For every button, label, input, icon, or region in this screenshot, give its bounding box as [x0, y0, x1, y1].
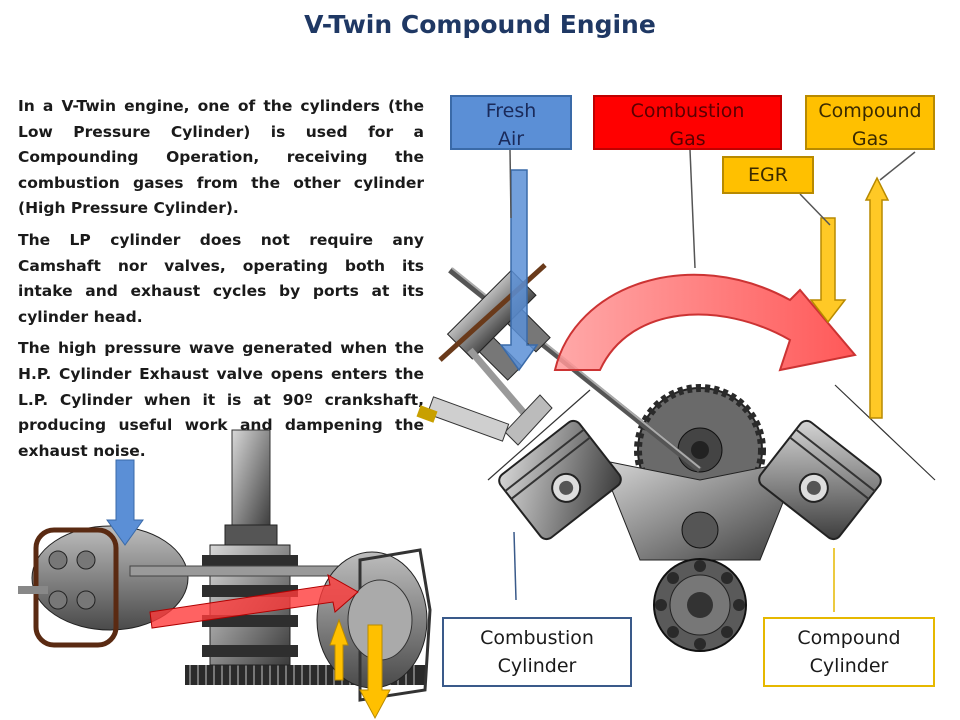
leader-lines: [509, 149, 916, 612]
combustion-cylinder-label-line-2: Cylinder: [497, 655, 577, 677]
compound-gas-label-line-2: Gas: [851, 128, 889, 150]
v-twin-cutaway: [416, 263, 936, 652]
fresh-air-arrow: [499, 169, 539, 372]
description-text: In a V-Twin engine, one of the cylinders…: [18, 94, 424, 470]
compound-cylinder-label: Compound Cylinder: [763, 617, 935, 687]
combustion-gas-label-line-1: Combustion: [630, 100, 745, 122]
compound-cylinder-label-line-2: Cylinder: [809, 655, 889, 677]
combustion-cylinder-label: Combustion Cylinder: [442, 617, 632, 687]
fresh-air-label-line-1: Fresh: [485, 100, 537, 122]
page-title: V-Twin Compound Engine: [304, 10, 656, 39]
egr-arrow: [809, 217, 847, 324]
description-paragraph-2: The LP cylinder does not require any Cam…: [18, 230, 424, 326]
fresh-air-label: Fresh Air: [450, 95, 572, 150]
compound-cylinder-label-line-1: Compound: [797, 627, 901, 649]
egr-label: EGR: [722, 156, 814, 194]
compound-gas-arrow: [864, 176, 890, 419]
fresh-air-label-line-2: Air: [497, 128, 525, 150]
description-paragraph-3: The high pressure wave generated when th…: [18, 339, 424, 460]
compound-gas-label-line-1: Compound: [818, 100, 922, 122]
combustion-cylinder-label-line-1: Combustion: [480, 627, 594, 649]
compound-gas-label: Compound Gas: [805, 95, 935, 150]
combustion-gas-label-line-2: Gas: [669, 128, 706, 150]
combustion-gas-label: Combustion Gas: [593, 95, 782, 150]
lower-engine-assembly: [18, 429, 432, 720]
combustion-gas-flow-arrow: [553, 273, 857, 372]
description-paragraph-1: In a V-Twin engine, one of the cylinders…: [18, 97, 424, 218]
